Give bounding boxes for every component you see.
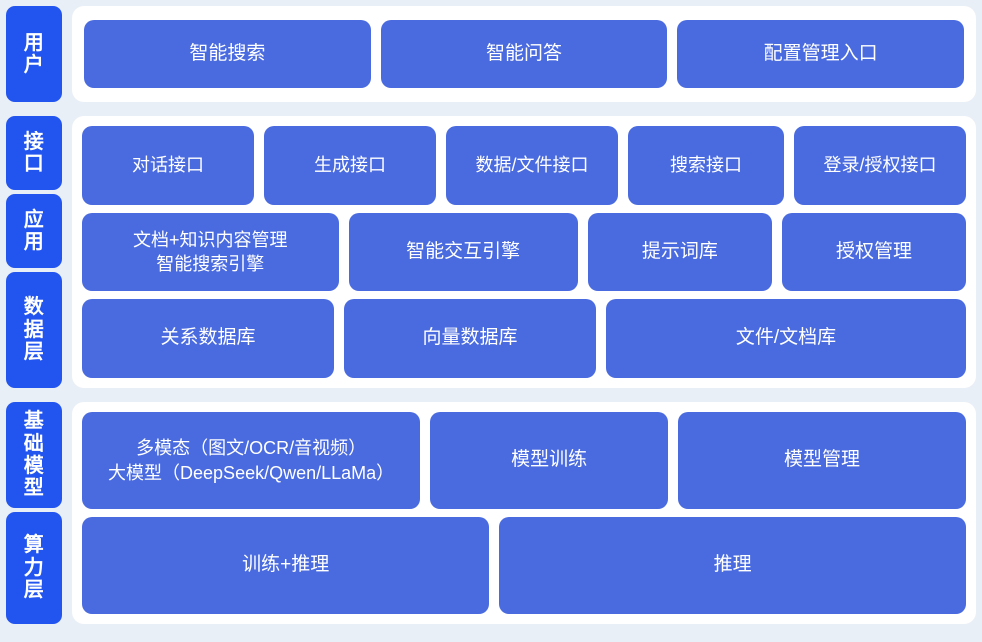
box-generation-interface[interactable]: 生成接口 bbox=[264, 126, 436, 205]
layer-chip-label: 基础模型 bbox=[23, 410, 45, 500]
box-login-auth-interface[interactable]: 登录/授权接口 bbox=[794, 126, 966, 205]
layer-chip-label: 接口 bbox=[23, 130, 45, 175]
layer-chip-label: 数据层 bbox=[23, 296, 45, 364]
row-compute: 训练+推理 推理 bbox=[82, 517, 966, 614]
box-smart-qa[interactable]: 智能问答 bbox=[380, 20, 668, 88]
box-prompt-library[interactable]: 提示词库 bbox=[587, 212, 772, 292]
layer-chip-label: 应用 bbox=[23, 208, 45, 253]
layer-chip-label: 用户 bbox=[23, 31, 45, 76]
rail-bottom: 基础模型 算力层 bbox=[6, 402, 62, 624]
box-data-file-interface[interactable]: 数据/文件接口 bbox=[446, 126, 618, 205]
layer-chip-compute[interactable]: 算力层 bbox=[6, 512, 62, 624]
row-models: 多模态（图文/OCR/音视频） 大模型（DeepSeek/Qwen/LLaMa）… bbox=[82, 412, 966, 509]
box-multimodal-large-model[interactable]: 多模态（图文/OCR/音视频） 大模型（DeepSeek/Qwen/LLaMa） bbox=[82, 412, 421, 509]
card-middle: 对话接口 生成接口 数据/文件接口 搜索接口 登录/授权接口 文档+知识内容管理… bbox=[72, 116, 976, 388]
row-applications: 文档+知识内容管理 智能搜索引擎 智能交互引擎 提示词库 授权管理 bbox=[82, 212, 966, 292]
box-relational-database[interactable]: 关系数据库 bbox=[82, 299, 334, 379]
box-dialog-interface[interactable]: 对话接口 bbox=[82, 126, 254, 205]
rail-users: 用户 bbox=[6, 6, 62, 102]
box-smart-search[interactable]: 智能搜索 bbox=[84, 20, 371, 88]
box-vector-database[interactable]: 向量数据库 bbox=[344, 299, 596, 379]
row-interfaces: 对话接口 生成接口 数据/文件接口 搜索接口 登录/授权接口 bbox=[82, 126, 966, 205]
box-search-interface[interactable]: 搜索接口 bbox=[628, 126, 784, 205]
row-data-stores: 关系数据库 向量数据库 文件/文档库 bbox=[82, 299, 966, 379]
box-model-management[interactable]: 模型管理 bbox=[678, 412, 966, 509]
band-users: 用户 智能搜索 智能问答 配置管理入口 bbox=[6, 6, 976, 102]
layer-chip-users[interactable]: 用户 bbox=[6, 6, 62, 102]
box-training-and-inference[interactable]: 训练+推理 bbox=[82, 517, 490, 614]
box-file-document-store[interactable]: 文件/文档库 bbox=[606, 299, 966, 379]
box-authorization-management[interactable]: 授权管理 bbox=[781, 212, 966, 292]
rail-middle: 接口 应用 数据层 bbox=[6, 116, 62, 388]
layer-chip-data[interactable]: 数据层 bbox=[6, 272, 62, 388]
row-users-entries: 智能搜索 智能问答 配置管理入口 bbox=[84, 20, 965, 88]
layer-chip-interface[interactable]: 接口 bbox=[6, 116, 62, 190]
card-bottom: 多模态（图文/OCR/音视频） 大模型（DeepSeek/Qwen/LLaMa）… bbox=[72, 402, 976, 624]
box-inference[interactable]: 推理 bbox=[499, 517, 966, 614]
box-config-management-entry[interactable]: 配置管理入口 bbox=[677, 20, 965, 88]
band-bottom: 基础模型 算力层 多模态（图文/OCR/音视频） 大模型（DeepSeek/Qw… bbox=[6, 402, 976, 624]
box-smart-interaction-engine[interactable]: 智能交互引擎 bbox=[348, 212, 578, 292]
layer-chip-foundation-model[interactable]: 基础模型 bbox=[6, 402, 62, 508]
layer-chip-label: 算力层 bbox=[23, 534, 45, 602]
box-doc-knowledge-management[interactable]: 文档+知识内容管理 智能搜索引擎 bbox=[82, 212, 339, 292]
layer-chip-application[interactable]: 应用 bbox=[6, 194, 62, 268]
card-users: 智能搜索 智能问答 配置管理入口 bbox=[72, 6, 976, 102]
band-middle: 接口 应用 数据层 对话接口 生成接口 数据/文件接口 搜索接口 登录/授权接口… bbox=[6, 116, 976, 388]
box-model-training[interactable]: 模型训练 bbox=[430, 412, 668, 509]
